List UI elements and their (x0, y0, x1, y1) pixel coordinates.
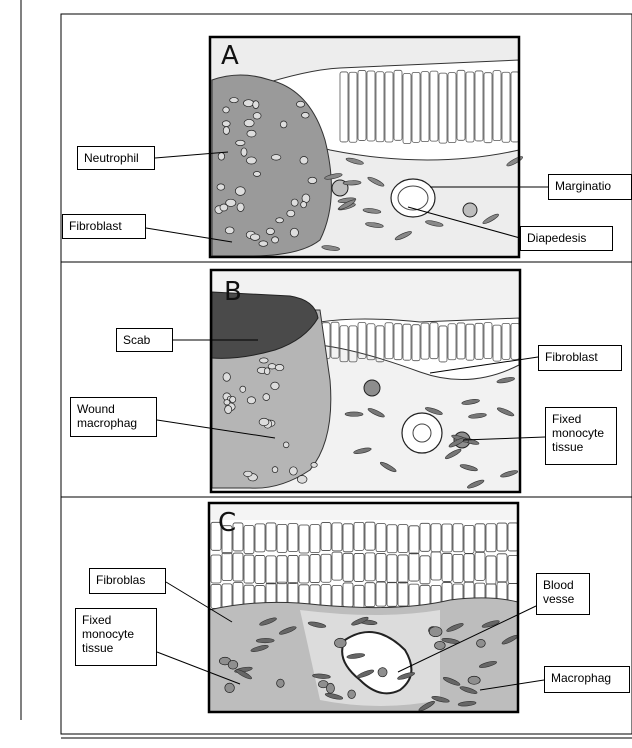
panel-b-letter: B (224, 277, 242, 307)
panel-a-drawing (210, 37, 524, 257)
label-blood-vesse: Blood vesse (536, 573, 590, 615)
label-fibroblast-a: Fibroblast (62, 214, 146, 239)
label-scab: Scab (116, 328, 173, 352)
panel-c-letter: C (218, 508, 236, 538)
label-marginatio: Marginatio (548, 174, 632, 200)
panel-a-letter: A (221, 41, 239, 71)
label-fixed-monocyte-tissue-b: Fixed monocyte tissue (545, 407, 617, 465)
label-neutrophil: Neutrophil (77, 146, 155, 170)
label-wound-macrophag: Wound macrophag (70, 397, 157, 437)
label-fibroblast-b: Fibroblast (538, 345, 622, 371)
label-diapedesis: Diapedesis (520, 226, 613, 251)
panel-c-drawing (209, 503, 519, 712)
label-macrophag: Macrophag (544, 666, 630, 693)
panel-b-drawing (211, 270, 520, 492)
label-fibroblas: Fibroblas (89, 568, 166, 594)
label-fixed-monocyte-tissue-c: Fixed monocyte tissue (75, 608, 157, 666)
